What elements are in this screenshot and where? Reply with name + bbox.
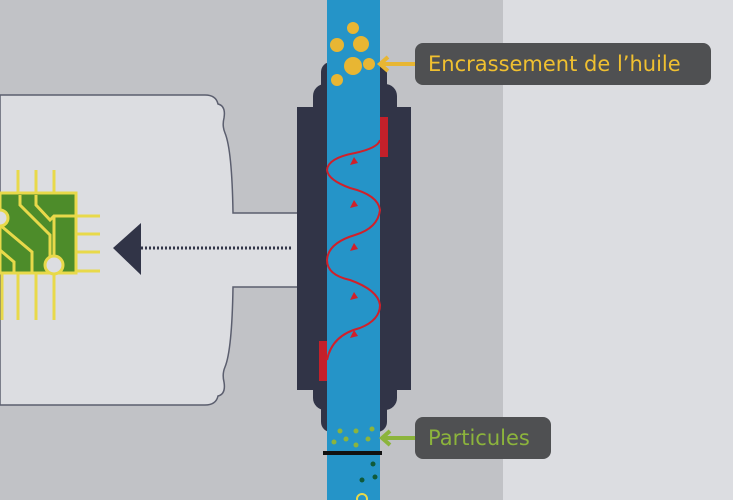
emitter-top xyxy=(380,117,388,157)
filter-line xyxy=(323,451,382,455)
receiver-bottom xyxy=(319,341,327,381)
wave-arrow-icons xyxy=(350,157,358,338)
oil-fouling-particles xyxy=(330,22,375,86)
particles-dots xyxy=(331,426,375,448)
oil-fouling-label: Encrassement de l’huile xyxy=(415,43,711,85)
signal-wave xyxy=(325,139,382,361)
fouling-pointer-arrow xyxy=(376,55,415,73)
filtered-dots xyxy=(359,461,378,483)
circuit-chip-icon xyxy=(0,170,100,320)
particle-ring xyxy=(356,493,368,500)
signal-arrow-head-icon xyxy=(113,223,141,275)
particles-label: Particules xyxy=(415,417,551,459)
particles-pointer-arrow xyxy=(378,429,415,447)
